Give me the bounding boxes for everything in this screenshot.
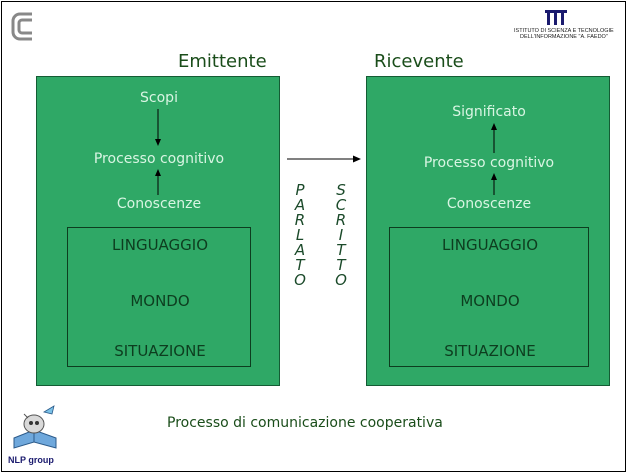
arrow-up-icon — [491, 173, 497, 195]
ricevente-panel: Significato Processo cognitivo Conoscenz… — [366, 76, 610, 386]
parlato-letter: L — [295, 226, 305, 244]
ricevente-linguaggio: LINGUAGGIO — [441, 236, 539, 254]
parlato-letter: O — [294, 271, 306, 289]
arrow-up-icon — [491, 123, 497, 153]
scritto-letter: C — [335, 196, 347, 214]
ricevente-context-box: LINGUAGGIO MONDO SITUAZIONE — [389, 227, 589, 367]
isti-name-line1: ISTITUTO DI SCIENZA E TECNOLOGIE — [514, 28, 614, 34]
arrow-down-icon — [155, 109, 161, 146]
scritto-letter: T — [336, 256, 346, 274]
emittente-panel: Scopi Processo cognitivo Conoscenze LING… — [36, 76, 280, 386]
ricevente-processo-cognitivo: Processo cognitivo — [423, 155, 555, 171]
emittente-scopi: Scopi — [140, 90, 178, 106]
channel-arrow-icon — [287, 155, 361, 163]
parlato-letter: P — [295, 181, 305, 199]
arrow-up-icon — [155, 169, 161, 195]
nlp-group-label: NLP group — [8, 455, 54, 465]
parlato-letter: A — [294, 196, 306, 214]
ricevente-situazione: SITUAZIONE — [444, 342, 536, 360]
parlato-vertical: P A R L A T O — [293, 183, 307, 288]
emittente-linguaggio: LINGUAGGIO — [111, 236, 209, 254]
parlato-letter: A — [294, 241, 306, 259]
emittente-conoscenze: Conoscenze — [116, 196, 202, 212]
scritto-letter: I — [338, 226, 344, 244]
emittente-mondo: MONDO — [130, 292, 190, 310]
ricevente-conoscenze: Conoscenze — [446, 196, 532, 212]
emittente-processo-cognitivo: Processo cognitivo — [93, 151, 225, 167]
cnr-logo-icon — [11, 12, 32, 41]
isti-logo-icon — [545, 10, 567, 25]
emittente-context-box: LINGUAGGIO MONDO SITUAZIONE — [67, 227, 251, 367]
ricevente-title: Ricevente — [374, 51, 464, 72]
isti-name-line2: DELL'INFORMAZIONE "A. FAEDO" — [520, 34, 608, 40]
emittente-situazione: SITUAZIONE — [114, 342, 206, 360]
scritto-letter: T — [336, 241, 346, 259]
ricevente-mondo: MONDO — [460, 292, 520, 310]
nlp-book-icon — [13, 405, 57, 449]
scritto-letter: O — [335, 271, 347, 289]
diagram-caption: Processo di comunicazione cooperativa — [167, 415, 443, 431]
ricevente-significato: Significato — [452, 104, 526, 120]
scritto-letter: R — [335, 211, 347, 229]
scritto-letter: S — [336, 181, 346, 199]
emittente-title: Emittente — [178, 51, 267, 72]
parlato-letter: R — [294, 211, 306, 229]
parlato-letter: T — [295, 256, 305, 274]
scritto-vertical: S C R I T T O — [334, 183, 348, 288]
